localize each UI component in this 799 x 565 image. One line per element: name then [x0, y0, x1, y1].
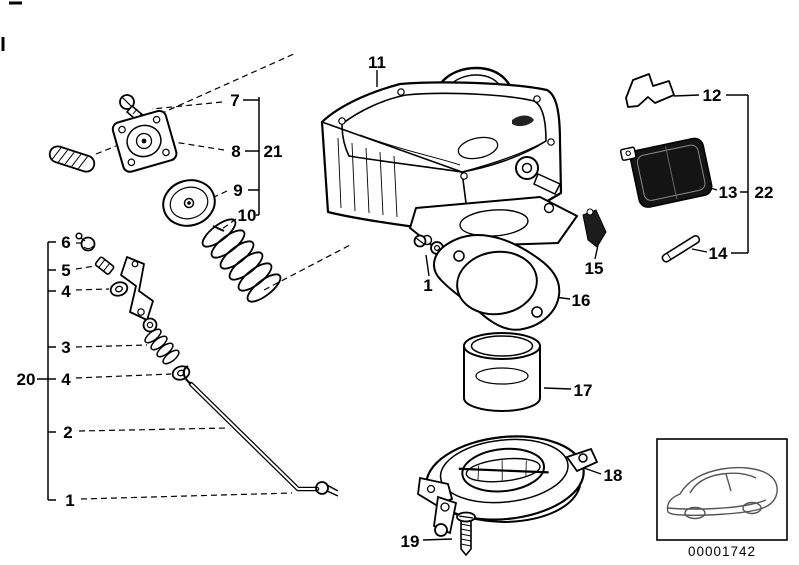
callout-4-lower[interactable]: 4	[61, 370, 71, 389]
callout-6[interactable]: 6	[61, 233, 70, 252]
part-13-float	[619, 137, 713, 208]
callout-3[interactable]: 3	[61, 338, 70, 357]
car-icon	[666, 466, 778, 520]
callout-2[interactable]: 2	[63, 423, 72, 442]
part-15-needle-valve	[582, 208, 607, 248]
callout-22[interactable]: 22	[755, 183, 774, 202]
callout-8[interactable]: 8	[231, 142, 240, 161]
part-8-piston-slug	[48, 145, 96, 173]
part-12-clip	[625, 73, 675, 108]
part-10-spring	[201, 218, 282, 303]
leader-lines-dashed	[75, 52, 353, 500]
callout-17[interactable]: 17	[574, 381, 593, 400]
callout-16[interactable]: 16	[572, 291, 591, 310]
callout-19[interactable]: 19	[401, 532, 420, 551]
callout-10[interactable]: 10	[238, 206, 257, 225]
callout-20[interactable]: 20	[17, 370, 36, 389]
bracket-20	[37, 241, 56, 501]
callout-4-upper[interactable]: 4	[61, 282, 71, 301]
part-18-throttle-body	[417, 435, 599, 537]
part-14-pin	[661, 235, 701, 263]
callout-11[interactable]: 11	[368, 53, 386, 72]
part-4-washer-upper	[109, 281, 129, 297]
callout-21[interactable]: 21	[264, 142, 283, 161]
part-17-piston-cup	[463, 332, 541, 412]
car-thumbnail-box	[656, 438, 788, 541]
part-9-diaphragm	[162, 179, 216, 227]
part-3-spring	[144, 328, 180, 365]
part-19-screw	[456, 511, 476, 557]
callout-13[interactable]: 13	[719, 183, 738, 202]
corner-mark	[1, 1, 22, 51]
part-8-pump-cover	[111, 109, 178, 173]
callout-18[interactable]: 18	[604, 466, 623, 485]
bracket-21	[243, 97, 260, 216]
part-2-rod	[182, 365, 320, 492]
part-16-gasket	[433, 233, 561, 331]
callout-5[interactable]: 5	[61, 261, 70, 280]
diagram-image-code: 00001742	[688, 544, 756, 559]
part-lever	[120, 256, 158, 333]
bracket-22	[726, 94, 749, 254]
callout-9[interactable]: 9	[233, 181, 242, 200]
part-1-cotter-clip	[315, 481, 339, 497]
callout-7[interactable]: 7	[230, 91, 239, 110]
callout-12[interactable]: 12	[703, 86, 722, 105]
callout-1-rod[interactable]: 1	[65, 491, 74, 510]
part-11-carburetor-body	[320, 66, 578, 255]
part-6-ball	[75, 232, 96, 252]
callout-1-body[interactable]: 1	[423, 276, 432, 295]
part-5-sleeve	[94, 256, 115, 275]
callout-15[interactable]: 15	[585, 259, 604, 278]
callout-14[interactable]: 14	[709, 244, 728, 263]
